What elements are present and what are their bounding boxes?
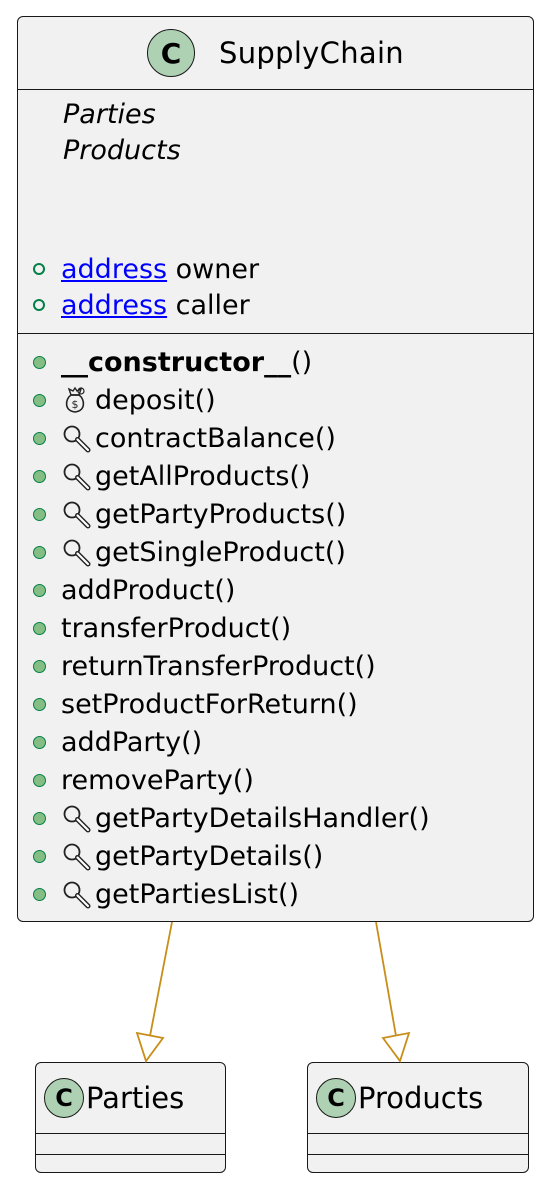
type-link-address[interactable]: address [61,289,168,321]
header-divider [18,89,533,90]
method-row: $ deposit() [33,382,216,418]
magnifier-icon [61,460,95,492]
public-visibility-icon [33,431,46,445]
method-row: addProduct() [33,572,235,608]
fields-divider [36,1154,225,1155]
method-row: getAllProducts() [33,458,310,494]
public-visibility-icon [33,697,46,711]
method-row: returnTransferProduct() [33,648,376,684]
header-divider [308,1133,528,1134]
public-visibility-icon [33,811,46,825]
fields-divider [18,333,533,334]
fields-divider [308,1154,528,1155]
method-row: addParty() [33,724,202,760]
method-row: transferProduct() [33,610,291,646]
private-visibility-icon [33,299,45,311]
public-visibility-icon [33,469,46,483]
method-name: getPartyDetailsHandler() [95,802,430,834]
public-visibility-icon [33,583,46,597]
public-visibility-icon [33,355,46,369]
class-header: C Products [308,1063,528,1133]
class-header: C Parties [36,1063,225,1133]
header-divider [36,1133,225,1134]
public-visibility-icon [33,887,46,901]
method-name: deposit() [95,384,216,416]
constructor-parens: () [291,346,313,378]
public-visibility-icon [33,507,46,521]
class-name: Products [358,1081,484,1115]
method-name: contractBalance() [95,422,336,454]
field-name: owner [167,253,260,285]
field-owner: address owner [33,251,259,287]
method-name: getPartyProducts() [95,498,347,530]
class-badge-icon: C [316,1078,356,1118]
method-name: getAllProducts() [95,460,311,492]
magnifier-icon [61,498,95,530]
arrow-to-products[interactable] [375,921,411,1063]
public-visibility-icon [33,849,46,863]
method-name: getSingleProduct() [95,536,346,568]
public-visibility-icon [33,393,46,407]
class-parties[interactable]: C Parties [35,1062,226,1173]
magnifier-icon [61,840,95,872]
nested-type-products: Products [63,135,181,166]
method-row: getPartyProducts() [33,496,346,532]
public-visibility-icon [33,735,46,749]
class-products[interactable]: C Products [307,1062,529,1173]
magnifier-icon [61,422,95,454]
method-row: contractBalance() [33,420,336,456]
public-visibility-icon [33,545,46,559]
magnifier-icon [61,536,95,568]
method-name: transferProduct() [61,612,292,644]
arrow-to-parties[interactable] [135,921,173,1063]
method-name: addProduct() [61,574,236,606]
class-supplychain[interactable]: C SupplyChain Parties Products address o… [17,16,534,922]
method-row: getPartyDetailsHandler() [33,800,430,836]
class-name: SupplyChain [219,36,404,70]
field-name: caller [167,289,250,321]
class-badge-icon: C [147,29,196,77]
field-caller: address caller [33,287,250,323]
class-badge-icon: C [44,1078,84,1118]
money-bag-icon: $ [61,384,95,416]
nested-type-parties: Parties [63,99,156,130]
class-header: C SupplyChain [18,17,533,89]
public-visibility-icon [33,773,46,787]
method-row: getPartiesList() [33,876,299,912]
method-row: setProductForReturn() [33,686,358,722]
method-name: setProductForReturn() [61,688,358,720]
method-name: getPartyDetails() [95,840,324,872]
class-name: Parties [86,1081,185,1115]
svg-text:$: $ [72,398,79,411]
constructor-name: __constructor__ [61,346,292,378]
type-link-address[interactable]: address [61,253,168,285]
method-row: getPartyDetails() [33,838,323,874]
public-visibility-icon [33,659,46,673]
magnifier-icon [61,878,95,910]
public-visibility-icon [33,621,46,635]
method-name: returnTransferProduct() [61,650,376,682]
method-row: getSingleProduct() [33,534,346,570]
magnifier-icon [61,802,95,834]
method-name: getPartiesList() [95,878,300,910]
method-constructor: __constructor__ () [33,344,312,380]
method-name: addParty() [61,726,203,758]
method-row: removeParty() [33,762,254,798]
method-name: removeParty() [61,764,254,796]
private-visibility-icon [33,263,45,275]
